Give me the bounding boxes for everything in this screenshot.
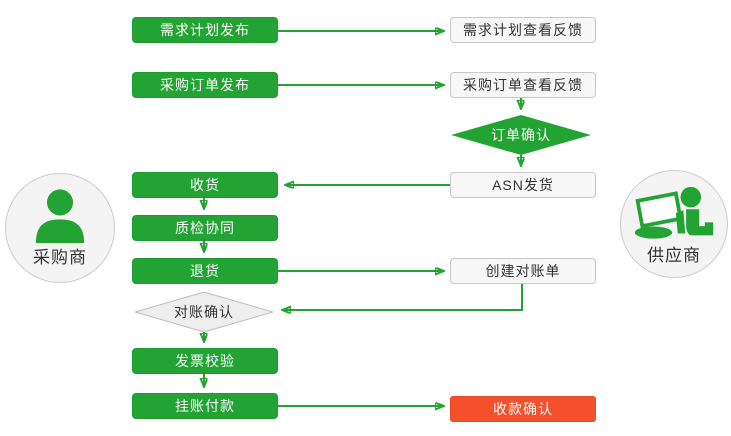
node-demand-plan-publish: 需求计划发布: [132, 17, 278, 43]
node-receive-goods: 收货: [132, 172, 278, 198]
connector-create-statement-to-statement-confirm: [283, 284, 523, 310]
node-asn-shipment: ASN发货: [450, 172, 596, 198]
node-purchase-order-feedback: 采购订单查看反馈: [450, 72, 596, 98]
node-return-goods: 退货: [132, 258, 278, 284]
buyer-person-icon: [35, 189, 85, 243]
node-invoice-verification: 发票校验: [132, 348, 278, 374]
actor-buyer: 采购商: [5, 173, 115, 283]
node-account-payment: 挂账付款: [132, 393, 278, 419]
actor-buyer-label: 采购商: [33, 248, 87, 267]
decision-label: 对账确认: [174, 304, 234, 320]
decision-label: 订单确认: [491, 127, 551, 143]
node-purchase-order-publish: 采购订单发布: [132, 72, 278, 98]
diamond-shape: [451, 115, 591, 155]
node-quality-collaboration: 质检协同: [132, 215, 278, 241]
actor-supplier: 供应商: [620, 170, 728, 278]
node-demand-plan-feedback: 需求计划查看反馈: [450, 17, 596, 43]
decision-statement-confirm: 对账确认: [135, 292, 273, 332]
decision-order-confirm: 订单确认: [451, 115, 591, 155]
node-create-statement: 创建对账单: [450, 258, 596, 284]
node-payment-receipt-confirm: 收款确认: [450, 396, 596, 422]
diamond-shape: [135, 292, 273, 332]
actor-supplier-label: 供应商: [647, 246, 701, 265]
supplier-laptop-icon: [634, 186, 714, 239]
